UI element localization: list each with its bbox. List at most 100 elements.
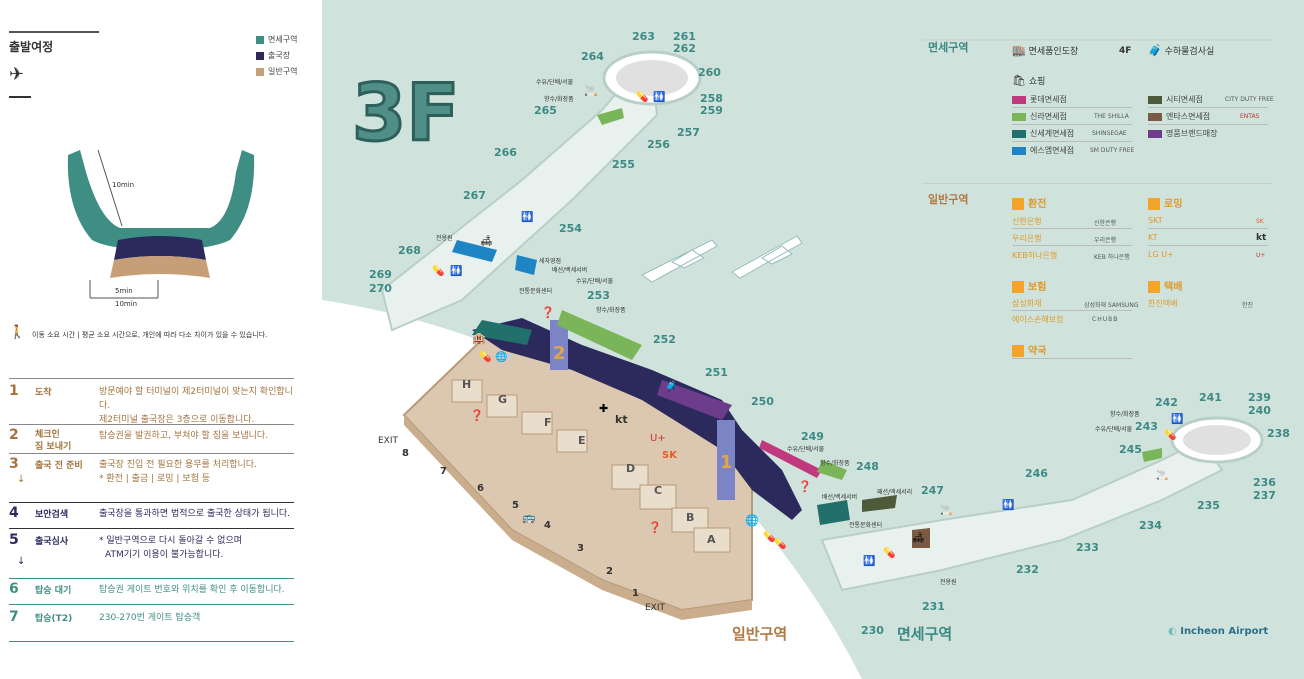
counter-label: D bbox=[626, 462, 636, 475]
legend-label: 면세구역 bbox=[268, 35, 298, 44]
legend-shop-lotte: 롯데면세점 bbox=[1012, 94, 1067, 105]
diagram-line bbox=[97, 149, 123, 227]
legend-delivery: 🏬 면세품인도장 bbox=[1012, 44, 1078, 57]
legend-pharmacy: 약국 bbox=[1012, 342, 1046, 357]
legend-shop-luxury: 명품브랜드매장 bbox=[1148, 128, 1218, 139]
security-gate-1 bbox=[717, 420, 735, 500]
gate-number: 268 bbox=[398, 244, 421, 257]
floor-label: 3F bbox=[352, 69, 460, 159]
step-number: 3 bbox=[9, 456, 19, 472]
restroom-icon: 🚻 bbox=[1171, 414, 1184, 425]
gate-number: 237 bbox=[1253, 489, 1276, 502]
counter-block bbox=[521, 411, 553, 435]
step-arrival: 1 도착 방문예야 할 터미널이 제2터미널이 맞는지 확인합니다.제2터미널 … bbox=[9, 383, 297, 425]
legend-shop-sm: 에스엠면세점 bbox=[1012, 145, 1074, 156]
step-desc-line: 제2터미널 출국장은 3층으로 이동합니다. bbox=[99, 415, 255, 425]
gate-number: 264 bbox=[581, 50, 604, 63]
legend-dutyfree: 면세구역 bbox=[256, 34, 297, 45]
legend-shop-entas: 엔타스면세점 bbox=[1148, 111, 1210, 122]
entrance-number: 3 bbox=[577, 543, 584, 554]
shop-shinsegae bbox=[472, 320, 532, 345]
legend-roaming: 로밍 bbox=[1148, 195, 1182, 210]
gate-number: 251 bbox=[705, 366, 728, 379]
legend-telco-logo: U+ bbox=[1256, 252, 1266, 259]
brand-text: Incheon Airport bbox=[1180, 626, 1269, 637]
step-desc: 방문예야 할 터미널이 제2터미널이 맞는지 확인합니다. 제2터미널 출국장은 … bbox=[99, 385, 297, 427]
gate-number: 230 bbox=[861, 624, 884, 637]
place-label: 향수/화장품 bbox=[544, 96, 574, 103]
step-desc: 탑승권을 발권하고, 부쳐야 할 짐을 보냅니다. bbox=[99, 431, 269, 441]
step-label: 탑승 대기 bbox=[35, 586, 72, 596]
legend-rule bbox=[1012, 358, 1132, 359]
divider bbox=[9, 578, 294, 579]
restroom-icon: 🚻 bbox=[653, 92, 666, 103]
gate-number: 252 bbox=[653, 333, 676, 346]
sk-logo: SK bbox=[662, 450, 677, 461]
legend-exchange-label: 환전 bbox=[1028, 199, 1047, 210]
entrance-number: 4 bbox=[544, 520, 551, 531]
legend-dutyfree-title: 면세구역 bbox=[928, 41, 969, 54]
gate-number: 259 bbox=[700, 104, 723, 117]
shop-shilla bbox=[597, 108, 624, 125]
gate-number: 253 bbox=[587, 289, 610, 302]
globe-icon: 🌐 bbox=[495, 352, 508, 363]
lounge-icon: 🛋 bbox=[480, 236, 493, 247]
divider bbox=[9, 528, 294, 529]
security-number: 1 bbox=[720, 452, 733, 473]
legend-telco-logo: kt bbox=[1256, 233, 1267, 243]
step-desc: 출국장을 통과하면 법적으로 출국한 상태가 됩니다. bbox=[99, 509, 291, 519]
shop-entas bbox=[912, 528, 930, 548]
journey-panel: 출발여정 ✈ 면세구역 출국장 일반구역 10min 5min 10min 🚶 … bbox=[0, 0, 322, 679]
legend-label: 출국장 bbox=[268, 51, 291, 60]
shop-shinsegae bbox=[817, 500, 850, 525]
entrance-number: 7 bbox=[440, 466, 447, 477]
counter-label: C bbox=[654, 484, 663, 497]
gate-number: 256 bbox=[647, 138, 670, 151]
legend-courier-item: 한진택배 bbox=[1148, 299, 1178, 308]
gate-number: 262 bbox=[673, 42, 696, 55]
entrance-number: 2 bbox=[606, 566, 613, 577]
courier-icon bbox=[1148, 281, 1160, 293]
security-number: 2 bbox=[553, 343, 566, 364]
gate-number: 240 bbox=[1248, 404, 1271, 417]
step-desc-line: * 일반구역으로 다시 돌아갈 수 없으며 bbox=[99, 536, 243, 546]
step-label-line: 짐 보내기 bbox=[35, 442, 72, 452]
shop-shilla bbox=[817, 460, 847, 480]
legend-shop-name: 엔타스면세점 bbox=[1166, 112, 1211, 121]
gate-number: 247 bbox=[921, 484, 944, 497]
legend-swatch bbox=[1148, 95, 1162, 104]
entrance-number: 6 bbox=[477, 483, 484, 494]
gate-number: 243 bbox=[1135, 420, 1158, 433]
legend-telco: LG U+ bbox=[1148, 250, 1174, 259]
restroom-icon: 🚻 bbox=[863, 556, 876, 567]
gate-number: 238 bbox=[1267, 427, 1290, 440]
legend-shop-name: 명품브랜드매장 bbox=[1166, 129, 1218, 138]
legend-rule bbox=[1012, 228, 1132, 229]
bus-icon: 🚌 bbox=[522, 511, 536, 524]
legend-roaming-label: 로밍 bbox=[1164, 199, 1183, 210]
time-note: 이동 소요 시간 | 평균 소요 시간으로, 개인에 따라 다소 차이가 있을 … bbox=[32, 331, 268, 339]
gate-number: 233 bbox=[1076, 541, 1099, 554]
step-number: 7 bbox=[9, 609, 19, 625]
place-label: 수유/단배/서물 bbox=[1095, 426, 1133, 433]
arrow-down-icon: ↓ bbox=[17, 556, 26, 567]
legend-rule bbox=[1148, 245, 1268, 246]
step-desc-line: 방문예야 할 터미널이 제2터미널이 맞는지 확인합니다. bbox=[99, 387, 293, 411]
gate-number: 258 bbox=[700, 92, 723, 105]
legend-bank-logo: 신한은행 bbox=[1094, 220, 1117, 227]
step-number: 5 bbox=[9, 532, 19, 548]
gate-number: 235 bbox=[1197, 499, 1220, 512]
insurance-icon bbox=[1012, 281, 1024, 293]
legend-insurer-logo: CHUBB bbox=[1092, 316, 1119, 323]
airplane-illustration bbox=[641, 239, 718, 283]
divider bbox=[9, 604, 294, 605]
smoking-icon: 🚬 bbox=[1156, 470, 1169, 481]
east-concourse bbox=[820, 438, 1224, 592]
plane-underline bbox=[9, 96, 31, 98]
shop-shilla bbox=[1142, 448, 1162, 462]
step-desc: 230-270번 게이트 탑승객 bbox=[99, 613, 201, 623]
divider bbox=[9, 424, 294, 425]
legend-logo-shilla: THE SHILLA bbox=[1094, 113, 1129, 120]
